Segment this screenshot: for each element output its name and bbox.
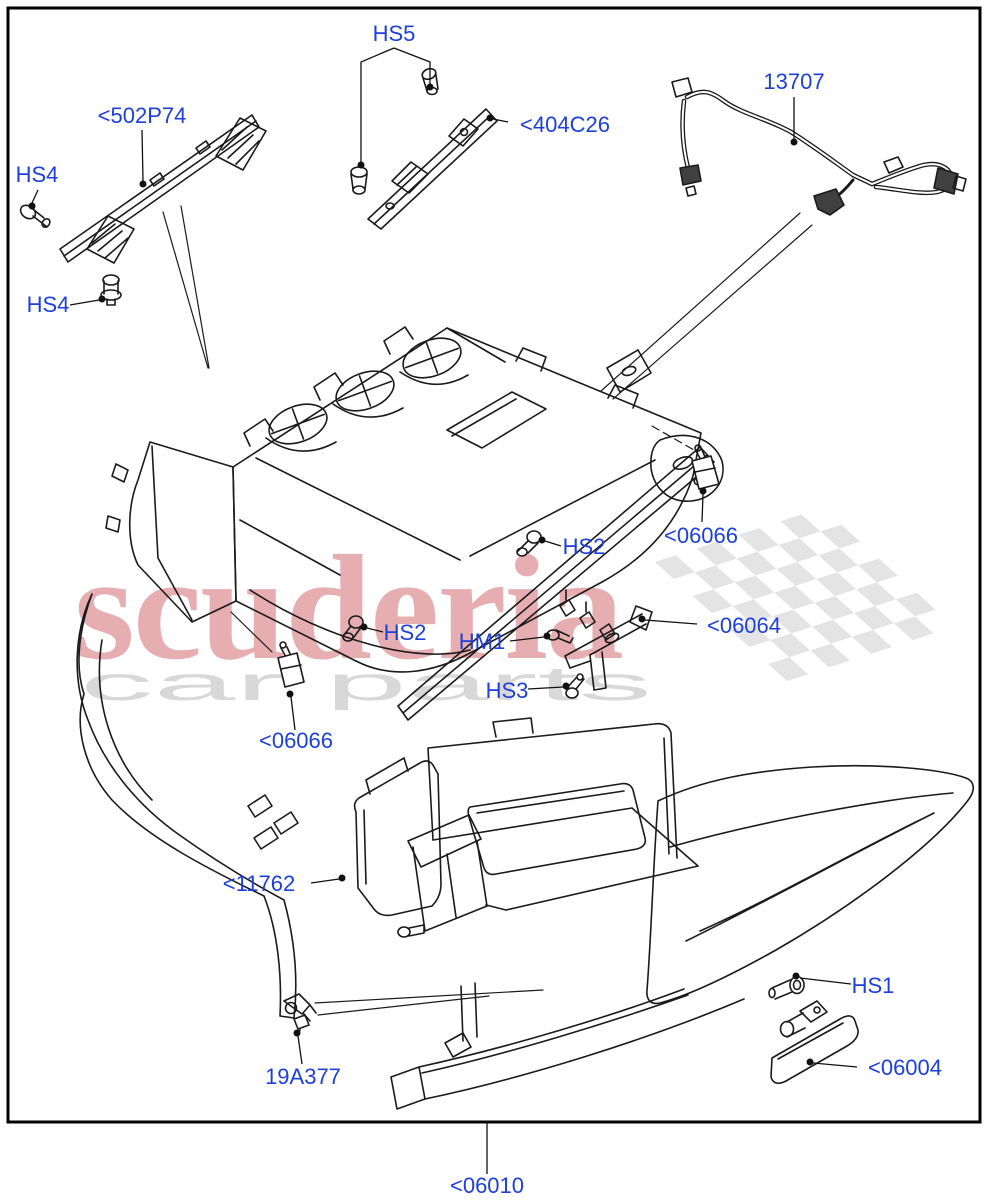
- hs3-screw-drawing: [565, 673, 585, 699]
- glovebox-insert-drawing: [353, 757, 442, 917]
- callout-labels: HS5 <502P74 HS4 HS4 <404C26 13707 HS2 <0…: [16, 21, 942, 1198]
- diagram-border: [6, 6, 982, 1124]
- callout-06066-left: <06066: [259, 728, 333, 753]
- push-pin-left-drawing: [277, 641, 305, 688]
- glovebox-assembly-drawing: [390, 717, 975, 1110]
- support-bracket-drawing: [367, 108, 498, 230]
- callout-11762: <11762: [223, 871, 295, 896]
- callout-06010: <06010: [450, 1173, 524, 1198]
- callout-hs4-lower: HS4: [27, 292, 70, 317]
- callout-13707: 13707: [763, 69, 824, 94]
- callout-404c26: <404C26: [520, 112, 610, 137]
- watermark: scuderia car parts: [74, 514, 936, 711]
- watermark-subtext: car parts: [80, 658, 652, 711]
- callout-hs4-upper: HS4: [16, 162, 59, 187]
- callout-06004: <06004: [868, 1055, 942, 1080]
- callout-hm1: HM1: [459, 629, 505, 654]
- latch-handle-drawing: [770, 1000, 859, 1085]
- callout-hs2-upper: HS2: [563, 534, 606, 559]
- hs4-screw-lower-drawing: [100, 274, 122, 306]
- callout-hs1: HS1: [852, 973, 895, 998]
- callout-19a377: 19A377: [265, 1064, 341, 1089]
- hs1-screw-drawing: [768, 975, 805, 1000]
- callout-hs3: HS3: [486, 678, 529, 703]
- callout-06066-right: <06066: [664, 523, 738, 548]
- wiring-harness-drawing: [671, 77, 967, 216]
- hs2-screw-lower-drawing: [342, 615, 364, 642]
- hs5-screw-left-drawing: [350, 166, 368, 195]
- watermark-brand: scuderia: [74, 525, 622, 691]
- callout-502p74: <502P74: [98, 103, 187, 128]
- main-unit-drawing: [76, 326, 724, 1019]
- checkered-flag-icon: [655, 514, 936, 681]
- callout-hs5: HS5: [373, 21, 416, 46]
- callout-hs2-lower: HS2: [384, 620, 427, 645]
- sensor-clip-drawing: [283, 993, 317, 1035]
- glovebox-hinge-rail-drawing: [59, 114, 267, 264]
- leader-dots: [28, 83, 814, 1066]
- push-pin-right-drawing: [691, 444, 720, 490]
- callout-06064: <06064: [707, 613, 781, 638]
- latch-striker-bracket-drawing: [564, 605, 653, 691]
- leader-lines: [31, 47, 858, 1174]
